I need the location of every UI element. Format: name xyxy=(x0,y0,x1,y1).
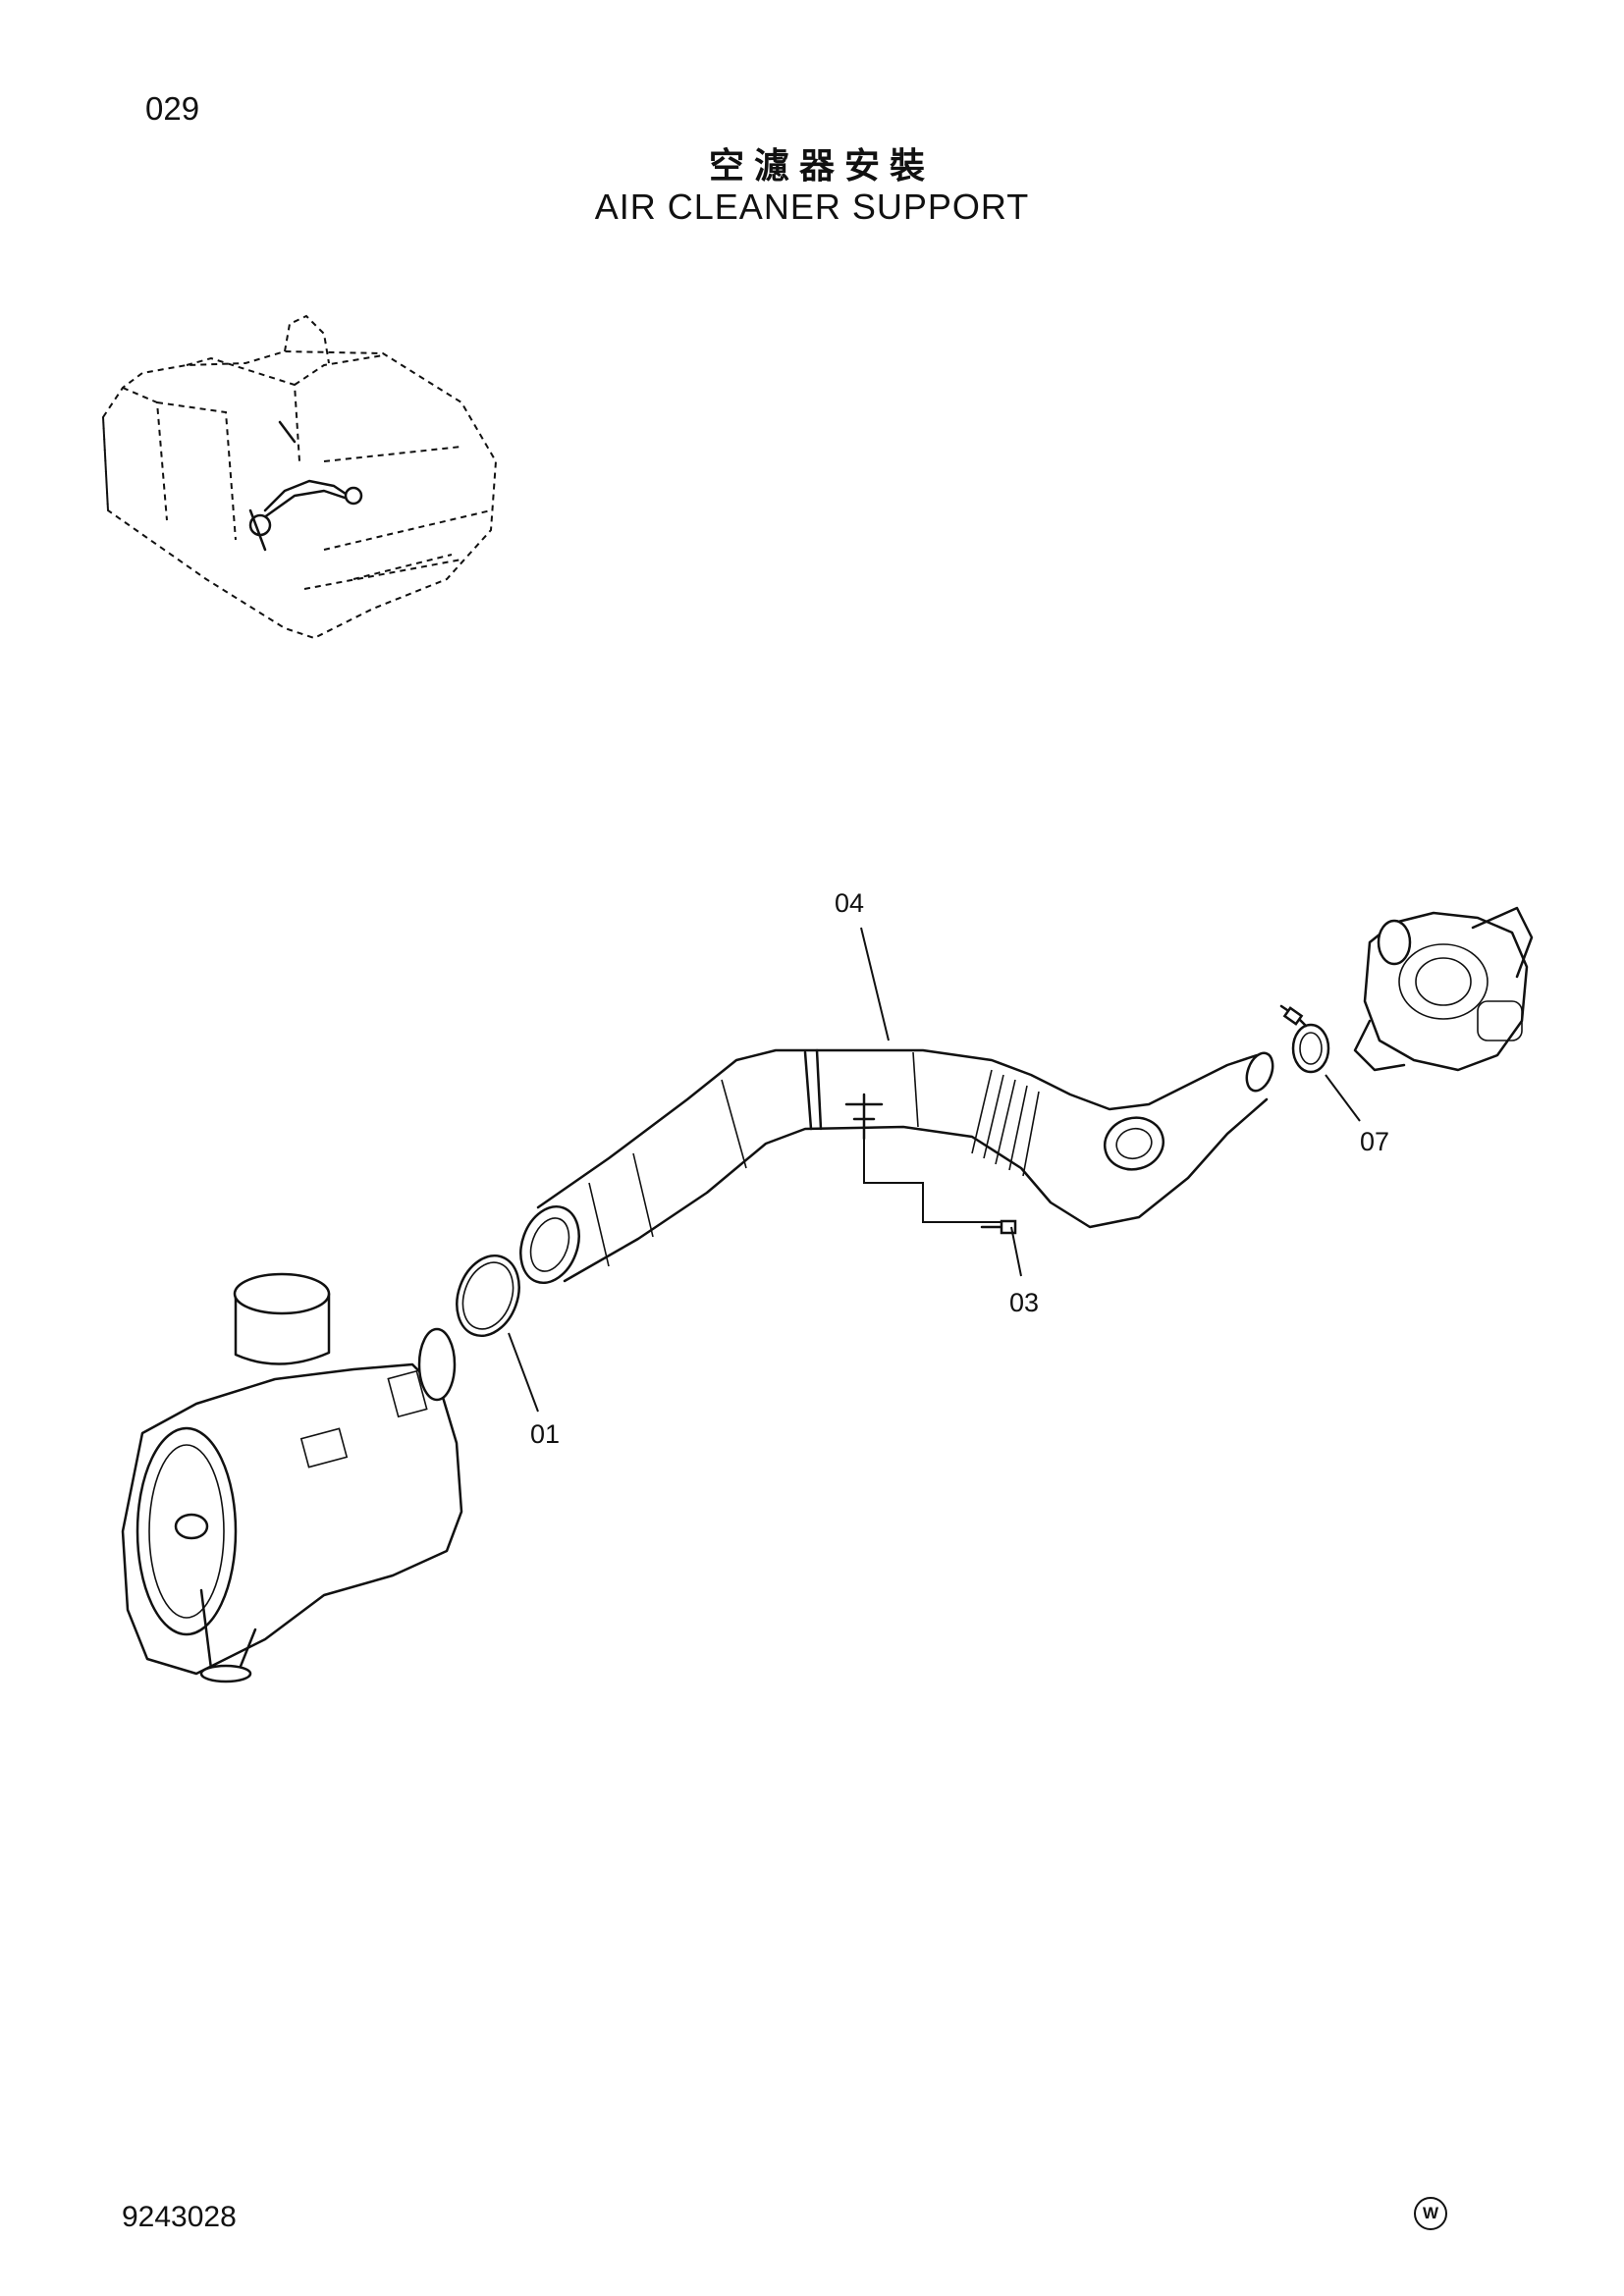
title-chinese: 空濾器安裝 xyxy=(708,146,935,187)
leader-03 xyxy=(863,1129,1022,1277)
callout-04: 04 xyxy=(835,888,865,918)
clamp-01 xyxy=(456,1254,520,1338)
callout-03: 03 xyxy=(1009,1288,1040,1317)
turbocharger xyxy=(1353,906,1534,1072)
intake-hose-04 xyxy=(519,1048,1274,1285)
leader-04 xyxy=(860,927,890,1041)
callout-07: 07 xyxy=(1360,1127,1390,1156)
air-cleaner xyxy=(121,1272,463,1683)
callout-01: 01 xyxy=(530,1419,561,1449)
leader-01 xyxy=(508,1332,539,1413)
document-number: 9243028 xyxy=(122,2201,237,2233)
clamp-07 xyxy=(1279,1004,1330,1074)
title-english: AIR CLEANER SUPPORT xyxy=(594,187,1030,227)
machine-overview-inset xyxy=(101,314,498,640)
page-number: 029 xyxy=(145,90,200,127)
leader-07 xyxy=(1325,1074,1361,1122)
manufacturer-mark: W xyxy=(1414,2197,1447,2230)
